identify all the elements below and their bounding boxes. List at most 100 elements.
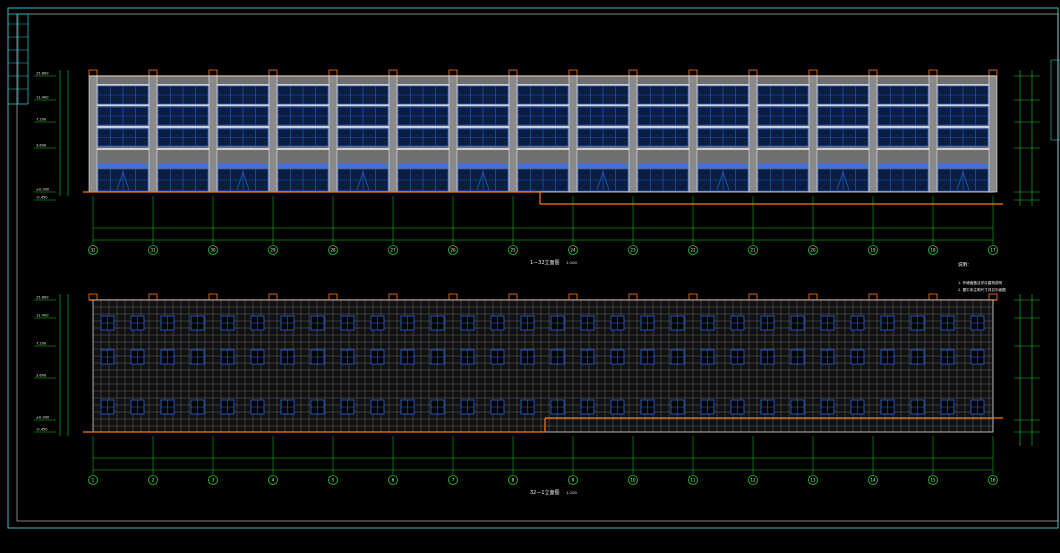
axis-label: 26 <box>450 248 456 253</box>
axis-bubble <box>388 475 398 485</box>
axis-bubble <box>928 245 938 255</box>
axis-bubble <box>988 475 998 485</box>
pier <box>208 75 218 193</box>
axis-bubble <box>568 245 578 255</box>
level-label: 11.400 <box>36 96 49 100</box>
axis-bubble <box>868 245 878 255</box>
axis-bubble <box>88 245 98 255</box>
pier <box>148 75 158 193</box>
door-swing <box>356 170 370 191</box>
notes-block: 说明： 1. 外墙面做法详见建筑说明 2. 图中未注明尺寸详见平面图 <box>958 261 1006 292</box>
pier <box>508 75 518 193</box>
axis-bubble <box>748 475 758 485</box>
elevation-titles: 1—32立面图 1:100 32—1立面图 1:100 <box>530 259 578 496</box>
axis-label: 21 <box>750 248 756 253</box>
axis-bubble <box>868 475 878 485</box>
axis-label: 3 <box>212 478 215 483</box>
pier <box>868 75 878 193</box>
axis-bubble <box>448 245 458 255</box>
axis-label: 30 <box>210 248 216 253</box>
axis-label: 19 <box>870 248 876 253</box>
axis-bubble <box>268 475 278 485</box>
level-label: 7.200 <box>36 118 47 122</box>
pier <box>388 75 398 193</box>
axis-bubble <box>688 245 698 255</box>
pier <box>928 75 938 193</box>
axis-bubble <box>568 475 578 485</box>
pier <box>328 75 338 193</box>
front-elevation-title: 1—32立面图 <box>530 259 560 266</box>
level-label: 15.600 <box>36 72 49 76</box>
axis-label: 31 <box>150 248 156 253</box>
axis-label: 28 <box>330 248 336 253</box>
axis-bubble <box>148 245 158 255</box>
pier <box>268 75 278 193</box>
axis-bubble <box>208 245 218 255</box>
level-label: 3.600 <box>36 144 47 148</box>
axis-bubble <box>988 245 998 255</box>
axis-label: 18 <box>930 248 936 253</box>
floor-band <box>93 104 993 106</box>
facade-wall <box>92 299 994 433</box>
axis-label: 23 <box>630 248 636 253</box>
floor-band <box>93 126 993 128</box>
axis-label: 15 <box>930 478 936 483</box>
pier <box>88 75 98 193</box>
axis-label: 12 <box>750 478 756 483</box>
title-frame <box>7 7 1060 529</box>
axis-bubble <box>208 475 218 485</box>
axis-label: 29 <box>270 248 276 253</box>
axis-bubble <box>448 475 458 485</box>
pier <box>748 75 758 193</box>
level-label: 7.200 <box>36 342 47 346</box>
axis-bubble <box>508 245 518 255</box>
door-swing <box>596 170 610 191</box>
pier <box>688 75 698 193</box>
axis-label: 7 <box>452 478 455 483</box>
axis-label: 27 <box>390 248 396 253</box>
pier <box>628 75 638 193</box>
door-swing <box>716 170 730 191</box>
axis-label: 16 <box>990 478 996 483</box>
axis-bubble <box>388 245 398 255</box>
axis-bubble <box>748 245 758 255</box>
axis-bubble <box>688 475 698 485</box>
pier <box>808 75 818 193</box>
axis-label: 6 <box>392 478 395 483</box>
axis-label: 32 <box>90 248 96 253</box>
door-swing <box>236 170 250 191</box>
axis-bubble <box>928 475 938 485</box>
axis-bubble <box>508 475 518 485</box>
axis-label: 20 <box>810 248 816 253</box>
axis-label: 1 <box>92 478 95 483</box>
axis-label: 24 <box>570 248 576 253</box>
axis-label: 25 <box>510 248 516 253</box>
axis-bubble <box>808 245 818 255</box>
front-elevation-scale: 1:100 <box>566 260 578 265</box>
door-swing <box>476 170 490 191</box>
axis-label: 2 <box>152 478 155 483</box>
door-swing <box>836 170 850 191</box>
axis-label: 14 <box>870 478 876 483</box>
floor-band <box>93 84 993 86</box>
axis-label: 17 <box>990 248 996 253</box>
right-tab <box>1050 59 1060 141</box>
door-swing <box>956 170 970 191</box>
axis-label: 11 <box>690 478 696 483</box>
level-label: 15.600 <box>36 296 49 300</box>
axis-label: 13 <box>810 478 816 483</box>
axis-label: 22 <box>690 248 696 253</box>
floor-band <box>93 164 993 167</box>
level-label: ±0.000 <box>36 416 50 420</box>
level-label: 11.400 <box>36 314 49 318</box>
pier <box>988 75 998 193</box>
axis-bubble <box>628 245 638 255</box>
axis-label: 5 <box>332 478 335 483</box>
pier <box>568 75 578 193</box>
axis-label: 10 <box>630 478 636 483</box>
axis-bubble <box>328 245 338 255</box>
